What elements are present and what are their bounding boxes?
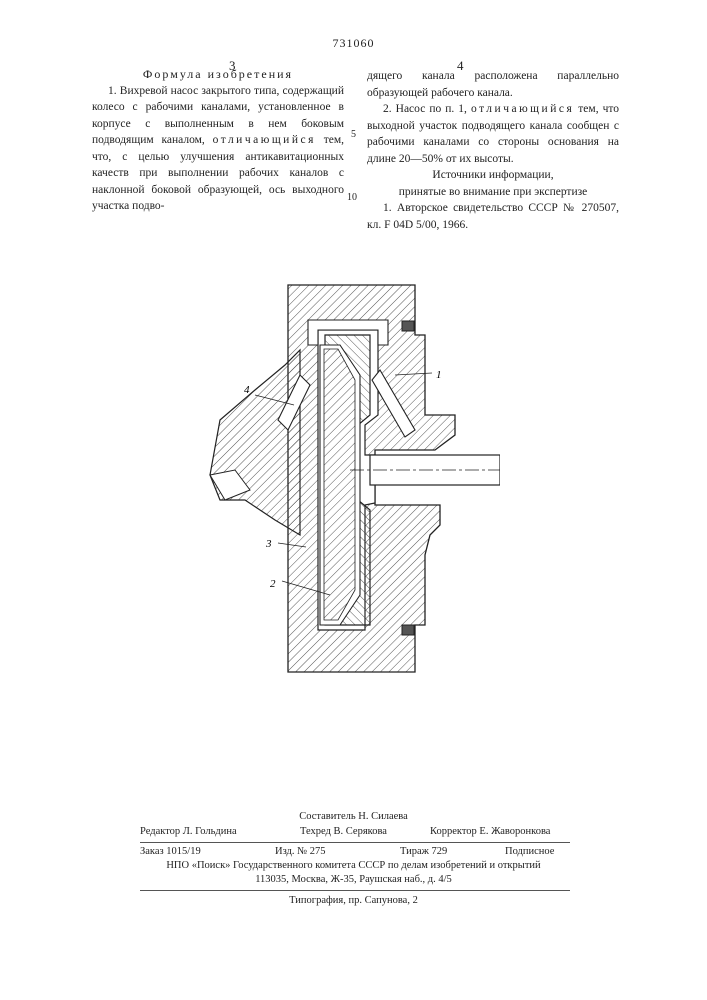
label-3: 3	[265, 538, 272, 550]
imprint-edition: Изд. № 275	[275, 845, 326, 859]
claim1-distinguishing: отличающийся	[213, 134, 316, 146]
bottom-seal	[402, 625, 414, 635]
claim1-continuation: дящего канала расположена параллельно об…	[367, 68, 619, 101]
claim2-distinguishing: отличающийся	[471, 103, 574, 115]
imprint-printing: Типография, пр. Сапунова, 2	[0, 894, 707, 908]
imprint-rule-2	[140, 890, 570, 891]
line-number-5: 5	[351, 129, 356, 140]
imprint-address: 113035, Москва, Ж-35, Раушская наб., д. …	[0, 873, 707, 887]
label-1: 1	[436, 369, 442, 381]
top-seal	[402, 321, 414, 331]
imprint-editor: Редактор Л. Гольдина	[140, 825, 237, 839]
inlet-channel-body	[210, 350, 300, 535]
imprint-order: Заказ 1015/19	[140, 845, 201, 859]
claim-1: 1. Вихревой насос закрытого типа, содерж…	[92, 83, 344, 215]
patent-number: 731060	[0, 36, 707, 51]
imprint-techred: Техред В. Серякова	[300, 825, 387, 839]
imprint-rule-1	[140, 842, 570, 843]
imprint-corrector: Корректор Е. Жаворонкова	[430, 825, 550, 839]
pump-cross-section-drawing: 1 2 3 4	[200, 275, 500, 685]
imprint-subscription: Подписное	[505, 845, 554, 859]
sources-title-1: Источники информации,	[367, 167, 619, 184]
imprint-org: НПО «Поиск» Государственного комитета СС…	[0, 859, 707, 873]
label-2: 2	[270, 578, 276, 590]
shaft	[370, 455, 500, 485]
working-channel-inner	[324, 349, 355, 620]
imprint-circulation: Тираж 729	[400, 845, 447, 859]
claim-2: 2. Насос по п. 1, отличающийся тем, что …	[367, 101, 619, 167]
claim2-intro: 2. Насос по п. 1,	[383, 103, 467, 115]
left-column: Формула изобретения 1. Вихревой насос за…	[92, 66, 344, 215]
right-column: дящего канала расположена параллельно об…	[367, 68, 619, 233]
label-4: 4	[244, 384, 250, 396]
imprint-compiler: Составитель Н. Силаева	[0, 810, 707, 824]
line-number-10: 10	[347, 192, 357, 203]
claims-heading: Формула изобретения	[92, 66, 344, 83]
sources-title-2: принятые во внимание при экспертизе	[367, 184, 619, 201]
source-1: 1. Авторское свидетельство СССР № 270507…	[367, 200, 619, 233]
